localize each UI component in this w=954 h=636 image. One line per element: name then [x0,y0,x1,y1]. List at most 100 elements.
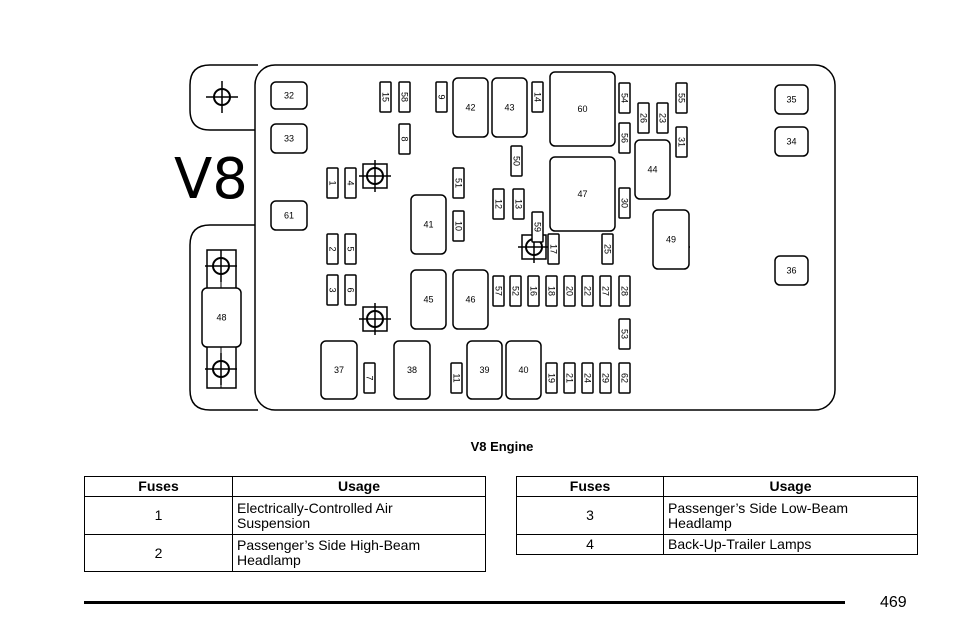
fuse-23 [656,102,669,134]
fuse-label-16: 16 [529,286,539,296]
diagram-caption: V8 Engine [470,439,534,454]
fuse-15 [379,81,392,113]
fuse-12 [492,188,505,220]
table-header-row: Fuses Usage [516,476,918,497]
fuse-label-27: 27 [601,286,611,296]
fuse-20 [563,275,576,307]
fuse-27 [599,275,612,307]
fuse-19 [545,362,558,394]
fuse-usage: Electrically-Controlled Air Suspension [232,496,486,535]
fuse-label-11: 11 [452,373,462,382]
fuse-label-21: 21 [565,373,575,383]
fuse-label-43: 43 [504,103,514,113]
fuse-38 [393,340,431,400]
fuse-label-54: 54 [620,93,630,103]
fuse-32 [270,81,308,110]
fuse-46 [452,269,489,330]
header-fuses: Fuses [84,476,233,497]
fuse-label-30: 30 [620,198,630,208]
fuse-label-19: 19 [547,373,557,383]
fuse-label-14: 14 [533,92,543,102]
table-header-row: Fuses Usage [84,476,486,497]
fuse-16 [527,275,540,307]
fuse-30 [618,187,631,219]
fuse-35 [774,84,809,115]
fuse-label-1: 1 [328,180,338,185]
fuse-21 [563,362,576,394]
fuse-label-9: 9 [437,94,447,99]
fuse-label-51: 51 [454,178,464,188]
fuse-label-42: 42 [465,103,475,113]
fuse-45 [410,269,447,330]
fuse-label-25: 25 [603,244,613,254]
fuse-label-4: 4 [346,180,356,185]
fuse-28 [618,275,631,307]
fuse-5 [344,233,357,265]
fuse-8 [398,123,411,155]
lower-left-tab [189,224,258,411]
fuse-label-23: 23 [658,113,668,123]
fuse-34 [774,126,809,157]
fuse-25 [601,233,614,265]
fuse-59 [531,211,544,243]
fuse-44 [634,139,671,200]
fuse-usage: Passenger’s Side High-Beam Headlamp [232,534,486,572]
fuse-label-44: 44 [647,165,657,175]
table-row: 4 Back-Up-Trailer Lamps [516,534,918,555]
fuse-label-29: 29 [601,373,611,383]
fuse-table-right: Fuses Usage 3 Passenger’s Side Low-Beam … [516,476,918,555]
header-usage: Usage [663,476,918,497]
fuse-label-36: 36 [786,266,796,276]
upper-left-tab [189,64,258,131]
fuse-3 [326,274,339,306]
fuse-2 [326,233,339,265]
fuse-label-39: 39 [479,365,489,375]
fuse-22 [581,275,594,307]
fuse-label-7: 7 [365,375,375,380]
fuse-label-12: 12 [494,199,504,209]
fuse-47 [549,156,616,232]
fuse-usage: Passenger’s Side Low-Beam Headlamp [663,496,918,535]
fuse-56 [618,122,631,154]
fuse-label-33: 33 [284,134,294,144]
fuse-label-31: 31 [677,137,687,147]
fuse-label-47: 47 [577,189,587,199]
fuse-36 [774,255,809,286]
fuse-55 [675,82,688,114]
fuse-61 [270,200,308,231]
fuse-label-50: 50 [512,156,522,166]
fuse-49 [652,209,690,270]
footer-rule [84,601,845,604]
fuse-41 [410,194,447,255]
fuse-label-24: 24 [583,373,593,383]
fuse-31 [675,126,688,158]
fuse-50 [510,145,523,177]
fuse-54 [618,82,631,114]
fuse-label-8: 8 [400,136,410,141]
fuse-60 [549,71,616,147]
fuse-57 [492,275,505,307]
fuse-number: 1 [84,496,233,535]
fuse-label-34: 34 [786,137,796,147]
table-row: 3 Passenger’s Side Low-Beam Headlamp [516,496,918,535]
fuse-1 [326,167,339,199]
fuse-label-13: 13 [514,199,524,209]
fuse-53 [618,318,631,350]
fuse-18 [545,275,558,307]
fuse-6 [344,274,357,306]
fuse-29 [599,362,612,394]
fuse-number: 4 [516,534,664,555]
fuse-label-32: 32 [284,91,294,101]
fuse-number: 3 [516,496,664,535]
fuse-4 [344,167,357,199]
table-row: 2 Passenger’s Side High-Beam Headlamp [84,534,486,572]
fuse-label-46: 46 [465,295,475,305]
fuse-39 [466,340,503,400]
fuse-table-left: Fuses Usage 1 Electrically-Controlled Ai… [84,476,486,572]
fuse-label-20: 20 [565,286,575,296]
fuse-33 [270,123,308,154]
fuse-17 [547,233,560,265]
fuse-label-56: 56 [620,133,630,143]
